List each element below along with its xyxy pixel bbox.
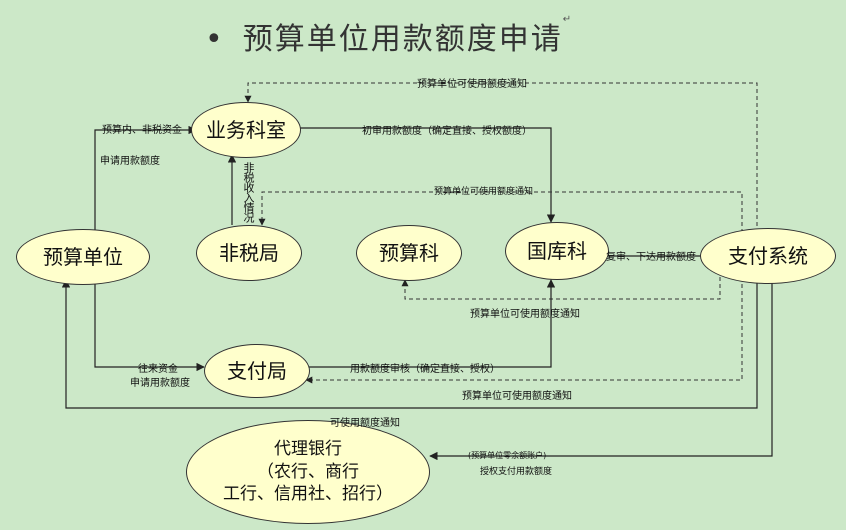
label-budget-inner: 预算内、非税资金 xyxy=(102,125,182,136)
title-text: 预算单位用款额度申请 xyxy=(242,22,563,57)
page-title: • 预算单位用款额度申请↵ xyxy=(205,14,571,58)
node-label: 预算科 xyxy=(379,240,439,265)
node-budget-unit: 预算单位 xyxy=(16,229,150,285)
label-transit-funds: 往来资金 xyxy=(138,364,178,375)
node-treasury-section: 国库科 xyxy=(505,222,609,280)
return-mark: ↵ xyxy=(562,14,574,25)
edge-unit-to-office xyxy=(94,125,197,232)
edge-office-to-treasury xyxy=(300,127,556,223)
label-first-review: 初审用款额度（确定直接、授权额度） xyxy=(362,126,532,137)
edge-budget-notice xyxy=(401,270,721,300)
label-recheck: 复审、下达用款额度 xyxy=(606,252,696,263)
label-authorize-quota: 授权支付用款额度 xyxy=(480,467,553,477)
node-label: 代理银行 （农行、商行 工行、信用社、招行） xyxy=(223,438,393,505)
edge-top-notice xyxy=(244,82,758,240)
node-label: 支付局 xyxy=(227,358,287,383)
node-business-office: 业务科室 xyxy=(191,102,301,158)
edge-paybureau-to-treasury xyxy=(306,279,556,368)
label-apply-quota-2: 申请用款额度 xyxy=(130,378,190,389)
node-agent-bank: 代理银行 （农行、商行 工行、信用社、招行） xyxy=(186,420,430,524)
label-nontax-income: 非税收入情况 xyxy=(242,162,255,222)
node-label: 国库科 xyxy=(527,238,587,263)
node-payment-system: 支付系统 xyxy=(700,228,836,284)
label-top-notice: 预算单位可使用额度通知 xyxy=(417,79,527,90)
node-label: 支付系统 xyxy=(728,243,808,268)
edge-paybureau-notice xyxy=(305,270,743,384)
node-payment-bureau: 支付局 xyxy=(204,344,310,398)
node-budget-section: 预算科 xyxy=(356,225,462,281)
label-bank-account: (预算单位零余额账户) xyxy=(468,451,547,460)
title-bullet: • xyxy=(205,22,225,57)
edge-unit-to-paybureau xyxy=(94,282,205,372)
node-nontax-bureau: 非税局 xyxy=(196,225,302,281)
label-apply-quota: 申请用款额度 xyxy=(100,156,160,167)
label-budget-section-notice: 预算单位可使用额度通知 xyxy=(470,309,580,320)
edge-usable-notice xyxy=(61,275,758,409)
node-label: 业务科室 xyxy=(206,117,286,142)
label-mid-notice: 预算单位可使用额度通知 xyxy=(434,187,534,197)
label-paybureau-review: 用款额度审核（确定直接、授权） xyxy=(350,364,500,375)
label-paybureau-notice: 预算单位可使用额度通知 xyxy=(462,391,572,402)
node-label: 非税局 xyxy=(219,240,279,265)
label-usable-notice: 可使用额度通知 xyxy=(330,418,400,429)
node-label: 预算单位 xyxy=(43,244,123,269)
edge-payment-to-bank xyxy=(429,275,773,461)
edge-mid-notice xyxy=(258,191,743,240)
